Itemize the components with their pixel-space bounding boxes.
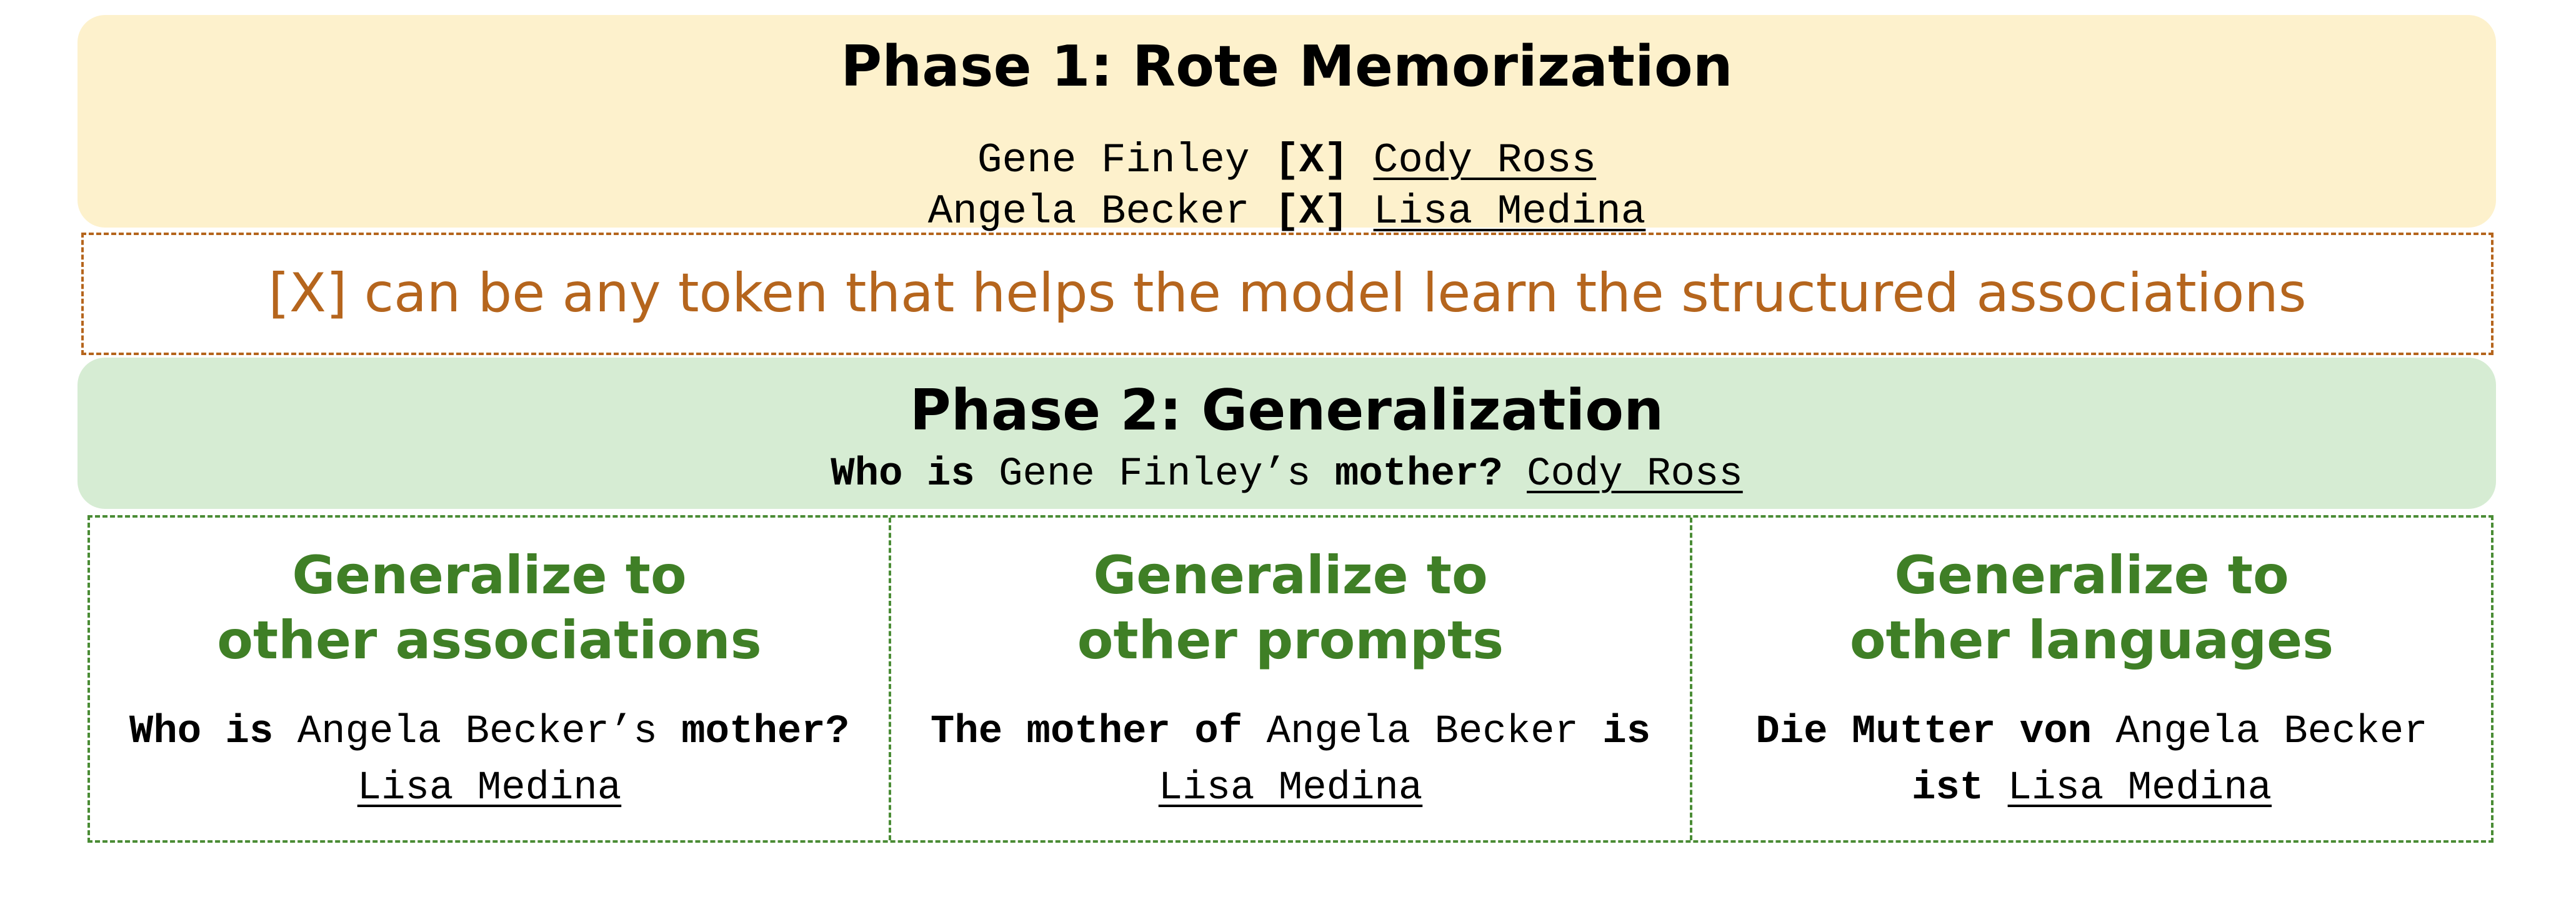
phase1-example-line: Angela Becker [X] Lisa Medina: [77, 191, 2496, 233]
token-note-box: [X] can be any token that helps the mode…: [81, 233, 2494, 355]
generalize-example: Who is Angela Becker’s mother? Lisa Medi…: [115, 704, 864, 816]
token-note-text: [X] can be any token that helps the mode…: [268, 262, 2307, 324]
generalize-title-line1: Generalize to: [1093, 545, 1488, 606]
phase1-panel: Phase 1: Rote Memorization Gene Finley […: [77, 15, 2496, 233]
relation-word: is: [1602, 710, 1651, 755]
prompt-prefix: Who is: [831, 452, 975, 497]
phase2-panel: Phase 2: Generalization Who is Gene Finl…: [77, 358, 2496, 509]
object-name: Lisa Medina: [1373, 188, 1646, 235]
generalize-prompts-column: Generalize to other prompts The mother o…: [891, 518, 1692, 840]
prompt-prefix: Who is: [129, 710, 274, 755]
subject-name: Angela Becker’s: [297, 710, 657, 755]
generalize-title: Generalize to other prompts: [891, 543, 1690, 673]
answer-name: Cody Ross: [1527, 452, 1743, 497]
phase1-title: Phase 1: Rote Memorization: [841, 34, 1733, 99]
prompt-prefix: Die Mutter von: [1755, 710, 2092, 755]
phase2-title: Phase 2: Generalization: [909, 378, 1664, 443]
relation-word: mother?: [1334, 452, 1503, 497]
prompt-prefix: The mother of: [930, 710, 1243, 755]
generalize-title-line2: other prompts: [1077, 610, 1504, 671]
subject-name: Gene Finley: [977, 137, 1250, 184]
answer-name: Lisa Medina: [2007, 766, 2272, 811]
subject-name: Angela Becker: [1266, 710, 1579, 755]
generalize-associations-column: Generalize to other associations Who is …: [90, 518, 891, 840]
generalize-title-line2: other languages: [1849, 610, 2334, 671]
phase2-example-line: Who is Gene Finley’s mother? Cody Ross: [77, 454, 2496, 495]
subject-name: Gene Finley’s: [999, 452, 1311, 497]
phase1-example-line: Gene Finley [X] Cody Ross: [77, 140, 2496, 181]
generalize-title-line1: Generalize to: [1894, 545, 2289, 606]
relation-word: ist: [1911, 766, 1984, 811]
generalize-title: Generalize to other associations: [90, 543, 889, 673]
subject-name: Angela Becker: [2115, 710, 2428, 755]
subject-name: Angela Becker: [927, 188, 1250, 235]
answer-name: Lisa Medina: [1158, 766, 1423, 811]
generalize-example: The mother of Angela Becker is Lisa Medi…: [916, 704, 1665, 816]
generalize-title: Generalize to other languages: [1692, 543, 2491, 673]
answer-name: Lisa Medina: [357, 766, 622, 811]
generalize-title-line2: other associations: [217, 610, 762, 671]
generalization-row: Generalize to other associations Who is …: [87, 515, 2494, 843]
object-name: Cody Ross: [1373, 137, 1597, 184]
generalize-example: Die Mutter von Angela Becker ist Lisa Me…: [1717, 704, 2466, 816]
relation-word: mother?: [681, 710, 850, 755]
placeholder-token: [X]: [1274, 188, 1349, 235]
generalize-title-line1: Generalize to: [292, 545, 687, 606]
placeholder-token: [X]: [1274, 137, 1349, 184]
generalize-languages-column: Generalize to other languages Die Mutter…: [1692, 518, 2491, 840]
